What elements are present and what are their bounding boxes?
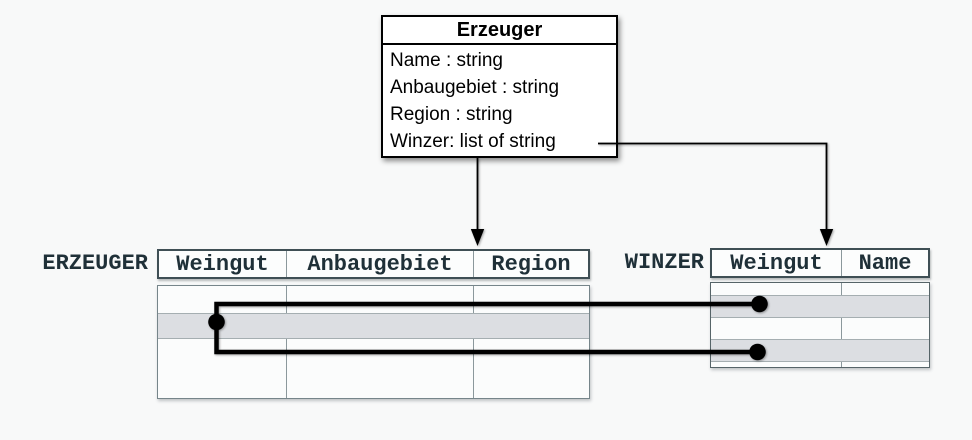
winzer-attr-to-winzer-arrow-line xyxy=(598,142,828,231)
winzer-column-header-name: Name xyxy=(858,250,912,276)
column-divider xyxy=(473,286,474,398)
winzer-header-row: Weingut Name xyxy=(710,248,930,278)
winzer-table-label: WINZER xyxy=(624,250,704,275)
erzeuger-column-header-weingut: Weingut xyxy=(159,251,287,277)
erzeuger-column-header-region: Region xyxy=(491,251,571,277)
class-attribute-anbaugebiet: Anbaugebiet : string xyxy=(390,77,560,98)
column-divider xyxy=(841,283,842,367)
highlighted-row-band xyxy=(158,314,589,338)
row-divider xyxy=(158,313,589,314)
highlighted-row-band xyxy=(711,340,929,361)
erzeuger-table-label: ERZEUGER xyxy=(42,251,148,276)
row-divider xyxy=(711,339,929,340)
class-attribute-region: Region : string xyxy=(390,104,513,125)
column-divider xyxy=(286,286,287,398)
erzeuger-body-table xyxy=(157,285,590,399)
highlighted-row-band xyxy=(711,296,929,317)
uml-class-box: Erzeuger Name : string Anbaugebiet : str… xyxy=(381,15,618,158)
class-attribute-winzer: Winzer: list of string xyxy=(390,131,556,152)
arrow-head-icon xyxy=(819,229,834,246)
class-title: Erzeuger xyxy=(383,17,616,45)
class-to-table-arrows xyxy=(470,142,834,246)
row-divider xyxy=(711,295,929,296)
erzeuger-column-header-anbaugebiet: Anbaugebiet xyxy=(287,251,474,277)
winzer-body-table xyxy=(710,282,930,368)
class-attribute-list: Name : string Anbaugebiet : string Regio… xyxy=(383,45,616,155)
row-divider xyxy=(711,317,929,318)
arrow-head-icon xyxy=(470,229,485,246)
class-attribute-name: Name : string xyxy=(390,50,503,71)
row-divider xyxy=(711,361,929,362)
winzer-column-header-weingut: Weingut xyxy=(712,250,842,276)
row-divider xyxy=(158,338,589,339)
erzeuger-header-row: Weingut Anbaugebiet Region xyxy=(157,249,590,279)
